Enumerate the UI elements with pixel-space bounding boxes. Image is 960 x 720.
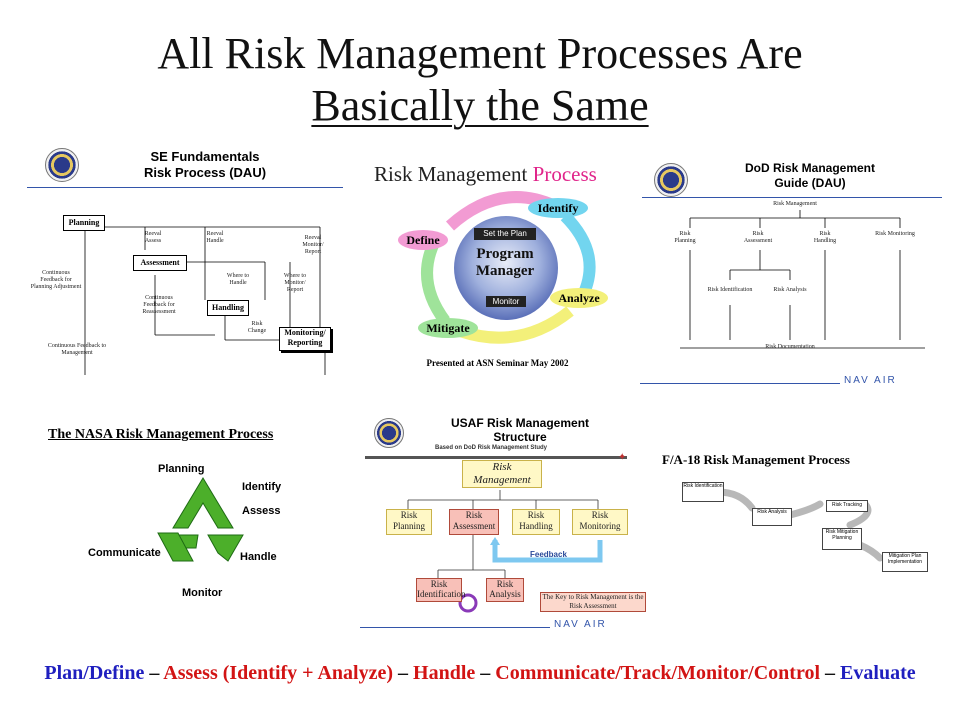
asn-title-pink: Process bbox=[532, 162, 597, 186]
usaf-tree-lines bbox=[407, 490, 603, 613]
asn-mitigate-bubble: Mitigate bbox=[418, 318, 478, 338]
dau-label-cont-reassess: Continuous Feedback for Reassessment bbox=[142, 295, 176, 315]
dod-monitoring-label: Risk Monitoring bbox=[875, 231, 915, 237]
usaf-planning-box: Risk Planning bbox=[386, 509, 432, 535]
summary-evaluate: Evaluate bbox=[840, 662, 916, 684]
usaf-monitoring-box: Risk Monitoring bbox=[572, 509, 628, 535]
summary-handle: Handle bbox=[413, 662, 476, 684]
dau-seal-logo bbox=[45, 148, 79, 182]
usaf-bottom-line bbox=[360, 627, 550, 628]
fa18-step-mitigation-implementation: Mitigation Plan Implementation bbox=[882, 552, 928, 572]
dau-label-risk-change: Risk Change bbox=[247, 321, 267, 334]
usaf-identification-box: Risk Identification bbox=[416, 578, 465, 602]
usaf-analysis-box: Risk Analysis bbox=[486, 578, 524, 602]
nasa-communicate-label: Communicate bbox=[88, 547, 161, 559]
asn-monitor-label: Monitor bbox=[486, 296, 526, 307]
asn-identify-bubble: Identify bbox=[528, 198, 588, 218]
summary-communicate: Communicate/Track/Monitor/Control bbox=[495, 662, 821, 684]
usaf-key-note: The Key to Risk Management is the Risk A… bbox=[540, 592, 646, 612]
usaf-seal-logo bbox=[374, 418, 404, 448]
fa18-title: F/A-18 Risk Management Process bbox=[662, 452, 850, 467]
asn-risk-process-panel: Risk Management Process Identify Analyze… bbox=[360, 158, 635, 378]
dau-header: SE Fundamentals Risk Process (DAU) bbox=[85, 149, 325, 181]
nasa-risk-process-panel: The NASA Risk Management Process Plannin… bbox=[40, 425, 340, 615]
nasa-handle-label: Handle bbox=[240, 551, 277, 563]
nasa-monitor-label: Monitor bbox=[182, 587, 223, 599]
usaf-top-box: Risk Management bbox=[462, 460, 542, 488]
dau-label-reeval-assess: Reeval Assess bbox=[144, 231, 162, 244]
nasa-planning-label: Planning bbox=[158, 463, 205, 475]
dod-identification-label: Risk Identification bbox=[707, 287, 753, 293]
dod-top-label: Risk Management bbox=[773, 201, 817, 207]
slide-title-line1: All Risk Management Processes Are bbox=[157, 29, 803, 78]
fa18-step-analysis: Risk Analysis bbox=[752, 508, 792, 526]
summary-sep-4: – bbox=[820, 662, 841, 684]
dau-connector-lines bbox=[84, 226, 326, 375]
usaf-divider bbox=[365, 456, 627, 459]
dau-divider bbox=[27, 187, 343, 188]
dau-risk-process-panel: SE Fundamentals Risk Process (DAU) Plann… bbox=[25, 145, 345, 375]
dau-label-cont-management: Continuous Feedback to Management bbox=[47, 343, 107, 356]
dod-header: DoD Risk Management Guide (DAU) bbox=[690, 161, 930, 191]
summary-plan-define: Plan/Define bbox=[44, 662, 145, 684]
dau-header-line2: Risk Process (DAU) bbox=[143, 165, 267, 180]
asn-analyze-bubble: Analyze bbox=[550, 288, 608, 308]
usaf-assessment-box: Risk Assessment bbox=[449, 509, 499, 535]
dod-header-line2: Guide (DAU) bbox=[774, 176, 846, 190]
usaf-risk-structure-panel: USAF Risk Management Structure Based on … bbox=[360, 410, 646, 635]
dau-monitoring-box: Monitoring/ Reporting bbox=[279, 327, 331, 351]
nasa-title: The NASA Risk Management Process bbox=[48, 427, 274, 442]
dau-label-where-handle: Where to Handle bbox=[226, 273, 250, 286]
summary-sep-2: – bbox=[393, 662, 414, 684]
summary-sep-1: – bbox=[144, 662, 164, 684]
usaf-navair-logo: NAV AIR bbox=[554, 619, 607, 630]
dau-assessment-box: Assessment bbox=[133, 255, 187, 271]
asn-define-bubble: Define bbox=[398, 230, 448, 250]
dau-handling-box: Handling bbox=[207, 300, 249, 316]
asn-title-black: Risk Management bbox=[374, 162, 533, 186]
summary-assess: Assess (Identify + Analyze) bbox=[163, 662, 394, 684]
summary-line: Plan/Define – Assess (Identify + Analyze… bbox=[0, 662, 960, 685]
usaf-header: USAF Risk Management Structure bbox=[420, 416, 620, 444]
dau-planning-box: Planning bbox=[63, 215, 105, 231]
fa18-step-tracking: Risk Tracking bbox=[826, 500, 868, 512]
slide-title-line2: Basically the Same bbox=[311, 81, 649, 130]
dau-label-where-monitor: Where to Monitor/ Report bbox=[283, 273, 307, 293]
dod-bottom-line bbox=[640, 383, 840, 384]
dod-divider bbox=[642, 197, 942, 198]
slide-title-line2-wrap: Basically the Same bbox=[0, 82, 960, 130]
nasa-identify-label: Identify bbox=[242, 481, 282, 493]
dod-header-line1: DoD Risk Management bbox=[744, 161, 876, 175]
fa18-step-mitigation-planning: Risk Mitigation Planning bbox=[822, 528, 862, 550]
asn-program-manager: Program Manager bbox=[475, 246, 535, 279]
dau-label-cont-planning: Continuous Feedback for Planning Adjustm… bbox=[30, 270, 82, 290]
usaf-handling-box: Risk Handling bbox=[512, 509, 560, 535]
asn-title: Risk Management Process bbox=[374, 162, 597, 187]
dod-planning-label: Risk Planning bbox=[674, 231, 696, 244]
dau-header-line1: SE Fundamentals bbox=[150, 149, 260, 164]
asn-set-plan-label: Set the Plan bbox=[474, 228, 536, 240]
nasa-assess-label: Assess bbox=[242, 505, 281, 517]
usaf-header-line2: Structure bbox=[493, 430, 547, 444]
usaf-header-line1: USAF Risk Management bbox=[450, 416, 590, 430]
dod-tree-lines bbox=[680, 210, 925, 349]
fa18-risk-process-panel: F/A-18 Risk Management Process Risk Iden… bbox=[660, 450, 950, 575]
dod-assessment-label: Risk Assessment bbox=[743, 231, 773, 244]
usaf-feedback-label: Feedback bbox=[530, 550, 567, 559]
usaf-marker-icon: ✦ bbox=[618, 452, 627, 463]
dau-label-reeval-handle: Reeval Handle bbox=[206, 231, 224, 244]
dod-documentation-label: Risk Documentation bbox=[765, 344, 815, 350]
dod-navair-logo: NAV AIR bbox=[844, 375, 897, 386]
dod-risk-guide-panel: DoD Risk Management Guide (DAU) Risk Man… bbox=[640, 155, 945, 387]
summary-sep-3: – bbox=[475, 662, 496, 684]
dau-label-reeval-monitor: Reeval Monitor/ Report bbox=[302, 235, 324, 255]
fa18-step-identification: Risk Identification bbox=[682, 482, 724, 502]
dod-handling-label: Risk Handling bbox=[813, 231, 837, 244]
dod-seal-logo bbox=[654, 163, 688, 197]
dod-analysis-label: Risk Analysis bbox=[773, 287, 807, 293]
asn-caption: Presented at ASN Seminar May 2002 bbox=[426, 358, 569, 368]
usaf-subheader: Based on DoD Risk Management Study bbox=[435, 445, 548, 451]
nasa-recycle-icon bbox=[157, 477, 244, 562]
